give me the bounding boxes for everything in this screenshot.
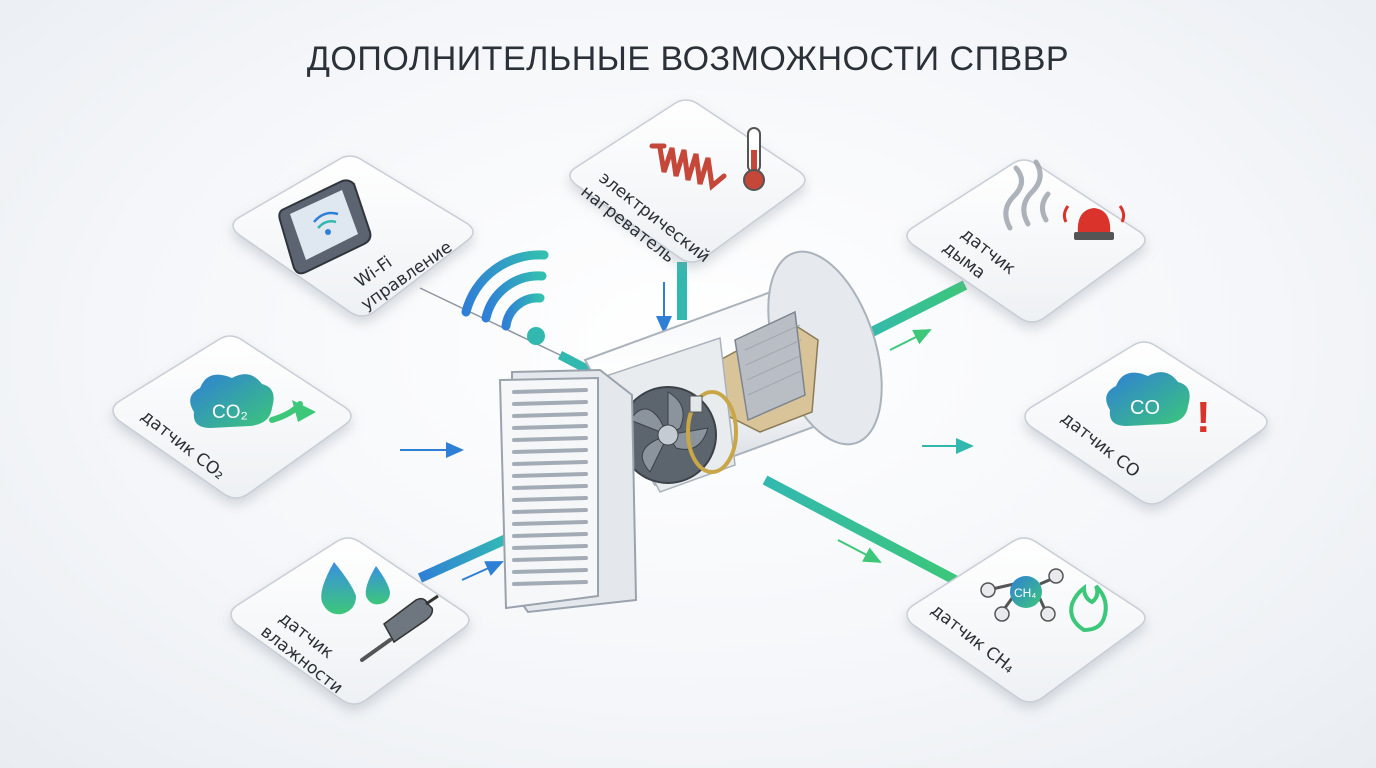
methane-molecule-icon: CH₄ [980,568,1064,622]
tile-electric-heater[interactable]: электрический нагреватель [569,99,806,284]
arrow-ch4 [837,539,882,563]
co-cloud-icon: CO [1106,372,1190,426]
connector-humidity [417,530,518,583]
humidity-probe-icon [360,594,439,662]
co-badge-text: CO [1130,397,1160,419]
ventilation-unit [498,250,883,614]
smartphone-icon [278,179,372,275]
co2-cloud-icon: CO₂ [190,374,274,428]
co2-badge-text: CO₂ [212,402,248,423]
alert-icon: ! [1196,393,1211,442]
thermometer-icon [743,127,765,191]
arrow-humidity [461,561,504,581]
ch4-badge-text: CH₄ [1014,586,1036,600]
tile-humidity-sensor[interactable]: датчик влажности [230,537,470,705]
wifi-signal-icon [461,250,549,345]
heating-coil-icon [649,143,727,191]
tile-co2-sensor[interactable]: CO₂ датчик CO₂ [112,335,352,499]
arrow-smoke [889,329,932,351]
connector-ch4 [762,475,958,585]
connectors [350,262,1030,585]
tile-wifi-control[interactable]: Wi-Fi управление [232,155,474,317]
smoke-icon [1003,159,1051,231]
flame-icon [1069,583,1108,633]
water-drop-icon [321,562,390,615]
page-title: ДОПОЛНИТЕЛЬНЫЕ ВОЗМОЖНОСТИ СПВВР [306,40,1070,78]
tile-co-sensor[interactable]: CO ! датчик CO [1024,341,1268,505]
alarm-siren-icon [1062,205,1126,240]
arrow-up-right-icon [269,400,316,423]
tile-ch4-sensor[interactable]: CH₄ датчик CH₄ [906,537,1146,703]
connector-smoke [857,280,968,343]
